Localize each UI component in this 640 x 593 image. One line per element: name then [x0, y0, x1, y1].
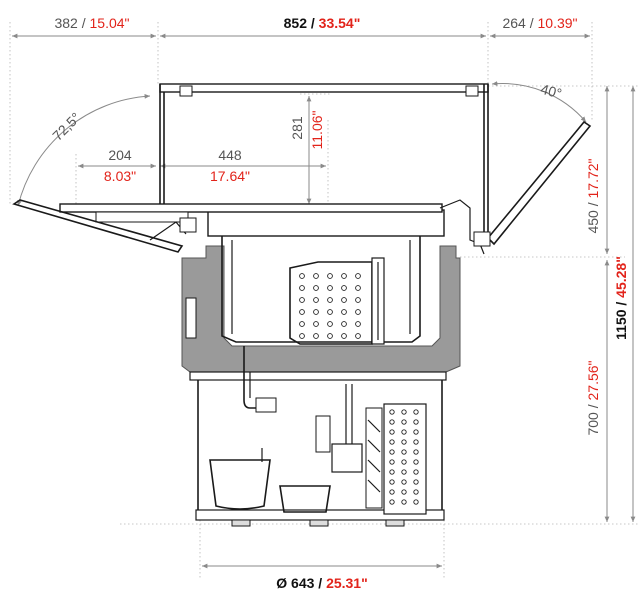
diameter-label: Ø 643 / 25.31" [276, 575, 367, 591]
canopy-frame [12, 83, 592, 255]
right-lid-angle-label: 40° [539, 81, 564, 102]
right-overhang-label: 264 / 10.39" [502, 15, 577, 31]
upper-height-label: 450 / 17.72" [585, 158, 601, 233]
main-width-label: 852 / 33.54" [284, 15, 361, 31]
shelf-left-in-label: 8.03" [104, 168, 136, 184]
inner-height-mm-label: 281 [289, 116, 305, 140]
inner-height-in-label: 11.06" [309, 110, 325, 149]
cabinet-body [181, 245, 461, 527]
left-lid-angle-label: 72,5° [49, 109, 84, 144]
shelf-right-in-label: 17.64" [210, 168, 250, 184]
left-overhang-label: 382 / 15.04" [54, 15, 129, 31]
shelf-left-mm-label: 204 [108, 147, 132, 163]
shelf-right-mm-label: 448 [218, 147, 242, 163]
dimension-labels: 382 / 15.04" 852 / 33.54" 264 / 10.39" 7… [49, 15, 629, 591]
internal-parts [209, 346, 363, 513]
compressor-unit [289, 257, 427, 515]
total-height-label: 1150 / 45.28" [613, 256, 629, 340]
dimension-lines [9, 22, 640, 578]
tank-bowl [207, 209, 445, 343]
lower-height-label: 700 / 27.56" [585, 360, 601, 435]
